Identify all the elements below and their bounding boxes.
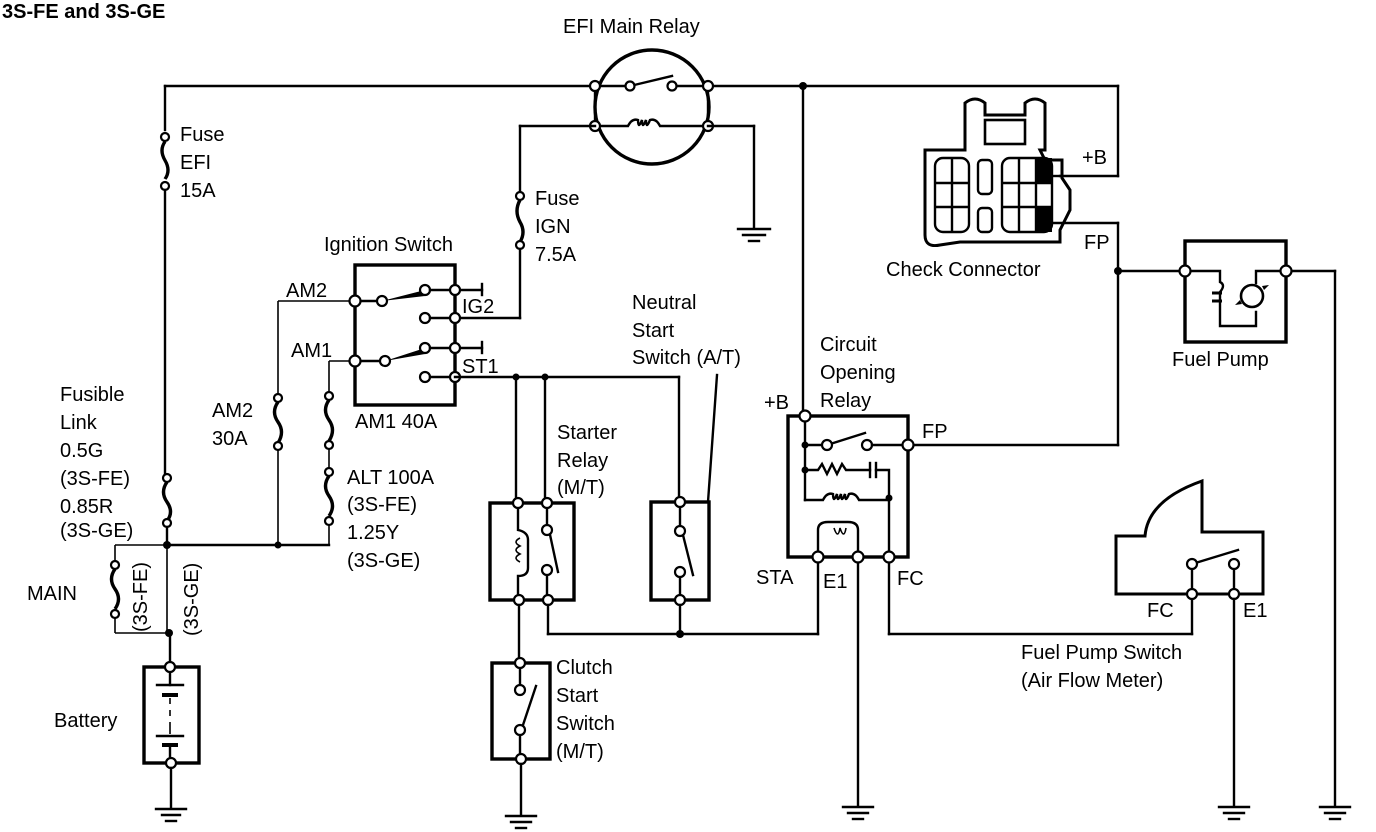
svg-text:(3S-GE): (3S-GE)	[181, 563, 203, 636]
efi-main-relay: EFI Main Relay	[563, 16, 715, 166]
svg-text:Relay: Relay	[820, 390, 871, 412]
svg-text:(M/T): (M/T)	[556, 741, 604, 763]
svg-text:Switch: Switch	[556, 713, 615, 735]
svg-text:(M/T): (M/T)	[557, 477, 605, 499]
efi-main-relay-label: EFI Main Relay	[563, 16, 700, 38]
ground-icon	[1318, 805, 1352, 821]
svg-text:AM2: AM2	[286, 280, 327, 302]
svg-text:AM2: AM2	[212, 400, 253, 422]
fusible-link: Fusible Link 0.5G (3S-FE) 0.85R (3S-GE)	[60, 384, 331, 549]
relay-coil-icon	[515, 537, 522, 563]
fuel-pump-switch: FC E1 Fuel Pump Switch (Air Flow Meter)	[1021, 478, 1267, 808]
ignition-switch-label: Ignition Switch	[324, 234, 453, 256]
fuse-efi: Fuse EFI 15A	[159, 124, 224, 482]
top-bus-wire	[163, 82, 1120, 414]
resistor-icon	[803, 461, 872, 477]
svg-text:STA: STA	[756, 567, 794, 589]
fuel-pump: Fuel Pump	[1114, 239, 1337, 808]
svg-text:FC: FC	[897, 568, 924, 590]
check-connector: Check Connector +B FP	[886, 97, 1120, 447]
ground-icon	[1217, 805, 1251, 821]
svg-text:Opening: Opening	[820, 362, 896, 384]
relay-coil-icon	[593, 118, 710, 128]
svg-text:(3S-FE): (3S-FE)	[347, 494, 417, 516]
check-connector-label: Check Connector	[886, 259, 1041, 281]
svg-text:0.85R: 0.85R	[60, 496, 113, 518]
ignition-switch: Ignition Switch AM2 AM1 IG2 ST1 AM1 40A	[286, 234, 499, 433]
battery: Battery	[54, 631, 201, 810]
svg-text:AM1 40A: AM1 40A	[355, 411, 438, 433]
svg-text:Fuel Pump Switch: Fuel Pump Switch	[1021, 642, 1182, 664]
fuse-am2: AM2 30A	[212, 300, 350, 549]
svg-text:Starter: Starter	[557, 422, 617, 444]
svg-text:FC: FC	[1147, 600, 1174, 622]
connector-pin-grid	[933, 156, 1054, 234]
svg-text:7.5A: 7.5A	[535, 244, 577, 266]
svg-text:(3S-GE): (3S-GE)	[60, 520, 133, 542]
svg-text:IGN: IGN	[535, 216, 571, 238]
svg-text:(Air Flow Meter): (Air Flow Meter)	[1021, 670, 1163, 692]
battery-label: Battery	[54, 710, 117, 732]
ground-icon	[154, 807, 188, 823]
fuse-main: MAIN (3S-FE) (3S-GE)	[27, 544, 203, 637]
svg-text:+B: +B	[764, 392, 789, 414]
svg-text:Start: Start	[632, 320, 675, 342]
svg-text:FP: FP	[922, 421, 948, 443]
circuit-opening-relay: Circuit Opening Relay +B FP STA E1 FC	[756, 334, 948, 593]
svg-text:Start: Start	[556, 685, 599, 707]
diagram-title: 3S-FE and 3S-GE	[2, 1, 165, 23]
svg-text:Clutch: Clutch	[556, 657, 613, 679]
ground-icon	[736, 227, 772, 243]
svg-text:Fusible: Fusible	[60, 384, 124, 406]
starter-relay: Starter Relay (M/T)	[488, 422, 617, 607]
svg-text:ALT 100A: ALT 100A	[347, 467, 435, 489]
svg-text:15A: 15A	[180, 180, 216, 202]
ground-icon	[841, 805, 875, 821]
svg-text:Fuse: Fuse	[535, 188, 579, 210]
svg-text:Fuse: Fuse	[180, 124, 224, 146]
diode-icon	[833, 527, 847, 535]
svg-text:EFI: EFI	[180, 152, 211, 174]
svg-text:Link: Link	[60, 412, 98, 434]
svg-text:Circuit: Circuit	[820, 334, 877, 356]
svg-text:IG2: IG2	[462, 296, 494, 318]
pump-motor-icon	[1239, 283, 1265, 309]
svg-text:FP: FP	[1084, 232, 1110, 254]
neutral-start-switch: Neutral Start Switch (A/T)	[632, 292, 741, 607]
svg-text:ST1: ST1	[462, 356, 499, 378]
svg-text:Neutral: Neutral	[632, 292, 696, 314]
svg-text:E1: E1	[1243, 600, 1267, 622]
fuse-ign: Fuse IGN 7.5A	[453, 188, 579, 320]
svg-text:0.5G: 0.5G	[60, 440, 103, 462]
svg-text:(3S-FE): (3S-FE)	[60, 468, 130, 490]
svg-text:+B: +B	[1082, 147, 1107, 169]
fuel-pump-label: Fuel Pump	[1172, 349, 1269, 371]
svg-text:MAIN: MAIN	[27, 583, 77, 605]
svg-text:AM1: AM1	[291, 340, 332, 362]
svg-text:E1: E1	[823, 571, 847, 593]
svg-text:(3S-GE): (3S-GE)	[347, 550, 420, 572]
relay-coil-icon	[803, 492, 891, 502]
svg-text:Switch (A/T): Switch (A/T)	[632, 347, 741, 369]
fuse-am1-alt: ALT 100A (3S-FE) 1.25Y (3S-GE)	[323, 360, 435, 572]
svg-text:1.25Y: 1.25Y	[347, 522, 399, 544]
svg-text:(3S-FE): (3S-FE)	[130, 562, 152, 632]
svg-text:Relay: Relay	[557, 450, 608, 472]
clutch-start-switch: Clutch Start Switch (M/T)	[490, 656, 615, 817]
svg-text:30A: 30A	[212, 428, 248, 450]
ground-icon	[504, 814, 538, 830]
